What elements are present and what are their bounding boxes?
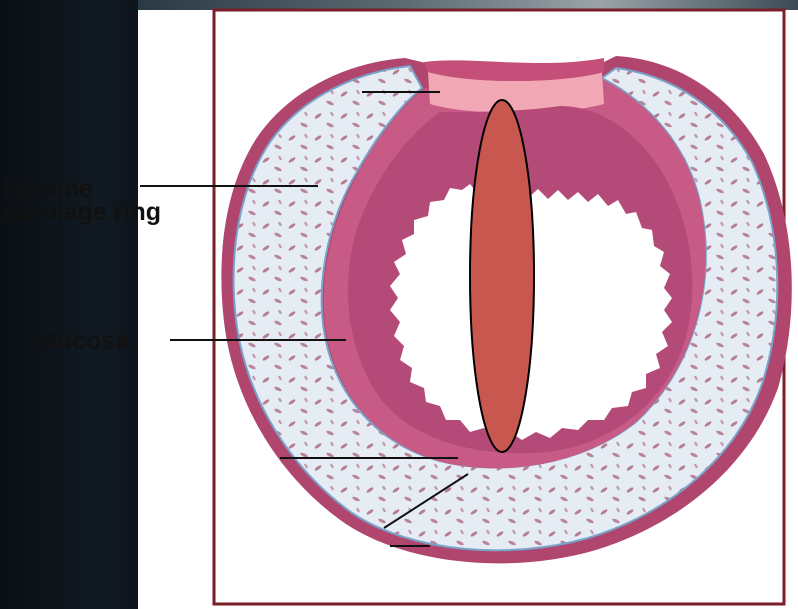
mucosa-label: Mucosa <box>36 330 129 353</box>
hyaline-label-line-2: cartilage ring <box>4 201 161 224</box>
overlay-ellipse <box>470 100 534 452</box>
hyaline-cartilage-label: Hyaline cartilage ring <box>4 178 161 224</box>
